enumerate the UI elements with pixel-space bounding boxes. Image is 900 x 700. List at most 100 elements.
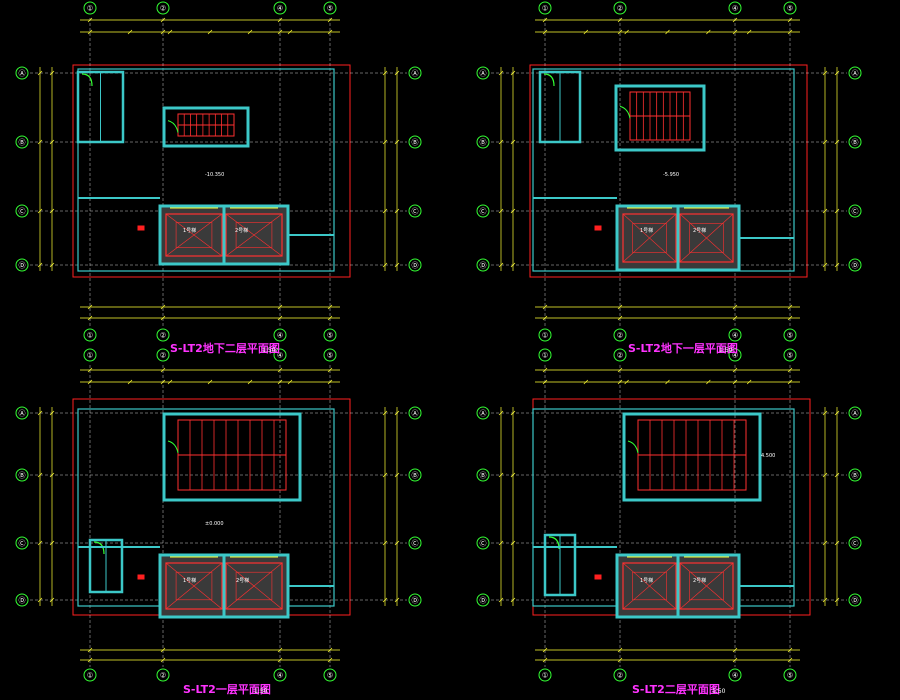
dimension-tick [787,29,793,35]
dimension-tick [787,17,793,23]
dimension-tick [834,472,840,478]
stair-outline [629,91,691,141]
grid-row-bubble-right-circle [848,66,862,80]
grid-row-bubble-right: Ⓒ [848,204,862,218]
dimension-tick [822,208,828,214]
grid-row-bubble-right-label: Ⓐ [412,70,419,78]
elevator-car [622,213,677,263]
grid-row-bubble-right: Ⓐ [408,66,422,80]
dimension-tick [37,208,43,214]
dimension-tick [327,379,333,385]
grid-col-bubble-top: ② [613,348,627,362]
wall-stair-core [162,106,250,148]
dimension-tick [382,540,388,546]
grid-row-bubble-left-circle [15,536,29,550]
stair-outline [177,113,235,137]
grid-col-bubble-bottom-label: ① [542,332,548,340]
grid-col-bubble-top: ④ [273,348,287,362]
stair-outline [177,419,287,491]
grid-row-bubble-right-label: Ⓑ [412,472,419,480]
dimension-tick [498,540,504,546]
grid-col-bubble-top-label: ⑤ [327,352,333,360]
grid-row-bubble-left-label: Ⓑ [19,472,26,480]
grid-col-bubble-bottom-circle [728,328,742,342]
elevator-cab [235,222,273,248]
grid-row-bubble-right-label: Ⓓ [852,262,859,270]
grid-row-bubble-left: Ⓐ [15,406,29,420]
plan-title-f2: S-LT2二层平面图 [632,683,720,696]
dimension-tick [834,410,840,416]
grid-col-bubble-bottom-circle [83,328,97,342]
grid-row-bubble-left-circle [476,135,490,149]
dimension-tick [49,139,55,145]
grid-row-bubble-left-circle [476,406,490,420]
dimension-tick [732,29,738,35]
elevator-car-diagonal [622,213,677,263]
dimension-tick [746,379,752,385]
grid-col-bubble-bottom-circle [156,668,170,682]
grid-col-bubble-bottom: ④ [273,328,287,342]
dimension-tick [87,304,93,310]
dimension-tick [510,139,516,145]
dimension-tick [87,379,93,385]
car-label-f1-a: 1号梯 [183,577,196,584]
grid-col-bubble-top-circle [613,1,627,15]
elevator-cab [632,571,667,601]
dimension-tick [542,647,548,653]
dimension-tick [617,304,623,310]
grid-row-bubble-left: Ⓒ [476,204,490,218]
elevator-cab [689,223,724,253]
grid-col-bubble-bottom-label: ④ [732,332,738,340]
grid-col-bubble-top-circle [156,1,170,15]
grid-row-bubble-right-label: Ⓐ [852,410,859,418]
grid-row-bubble-right-circle [848,258,862,272]
car-label-f2-a: 1号梯 [640,577,653,584]
fire-equipment-marker [137,574,145,580]
car-label-b1-b: 2号梯 [693,227,706,234]
grid-row-bubble-right-label: Ⓒ [412,540,419,548]
grid-row-bubble-right-label: Ⓑ [852,472,859,480]
grid-row-bubble-left: Ⓑ [476,468,490,482]
dimension-tick [822,139,828,145]
grid-col-bubble-top: ④ [273,1,287,15]
elevator-car-diagonal [679,562,734,610]
dimension-tick [834,139,840,145]
dimension-tick [510,262,516,268]
grid-col-bubble-top-label: ④ [277,5,283,13]
door-swing [619,105,631,119]
grid-row-bubble-right: Ⓓ [848,593,862,607]
grid-col-bubble-bottom: ④ [728,328,742,342]
grid-col-bubble-top: ② [613,1,627,15]
grid-col-bubble-top: ① [538,348,552,362]
dimension-tick [327,367,333,373]
dimension-tick [37,597,43,603]
grid-row-bubble-right-label: Ⓓ [412,597,419,605]
grid-row-bubble-left-label: Ⓐ [480,410,487,418]
dimension-tick [160,304,166,310]
fire-equipment-marker [594,574,602,580]
dimension-tick [127,29,133,35]
dimension-tick [277,657,283,663]
door-swing [167,440,179,454]
grid-row-bubble-right-circle [408,258,422,272]
grid-col-bubble-top-circle [538,348,552,362]
dimension-tick [787,657,793,663]
grid-row-bubble-right-label: Ⓓ [852,597,859,605]
grid-row-bubble-right: Ⓐ [408,406,422,420]
dimension-tick [49,208,55,214]
dimension-tick [382,208,388,214]
dimension-tick [624,379,629,385]
grid-col-bubble-bottom-circle [783,328,797,342]
dimension-tick [167,379,173,385]
dimension-tick [247,29,253,35]
dimension-tick [382,597,388,603]
grid-col-bubble-top-label: ② [160,352,166,360]
grid-row-bubble-right-circle [848,593,862,607]
dimension-tick [822,70,828,76]
grid-row-bubble-left-label: Ⓒ [19,208,26,216]
dimension-tick [834,208,840,214]
dimension-tick [822,597,828,603]
dimension-tick [542,29,548,35]
dimension-tick [160,17,166,23]
